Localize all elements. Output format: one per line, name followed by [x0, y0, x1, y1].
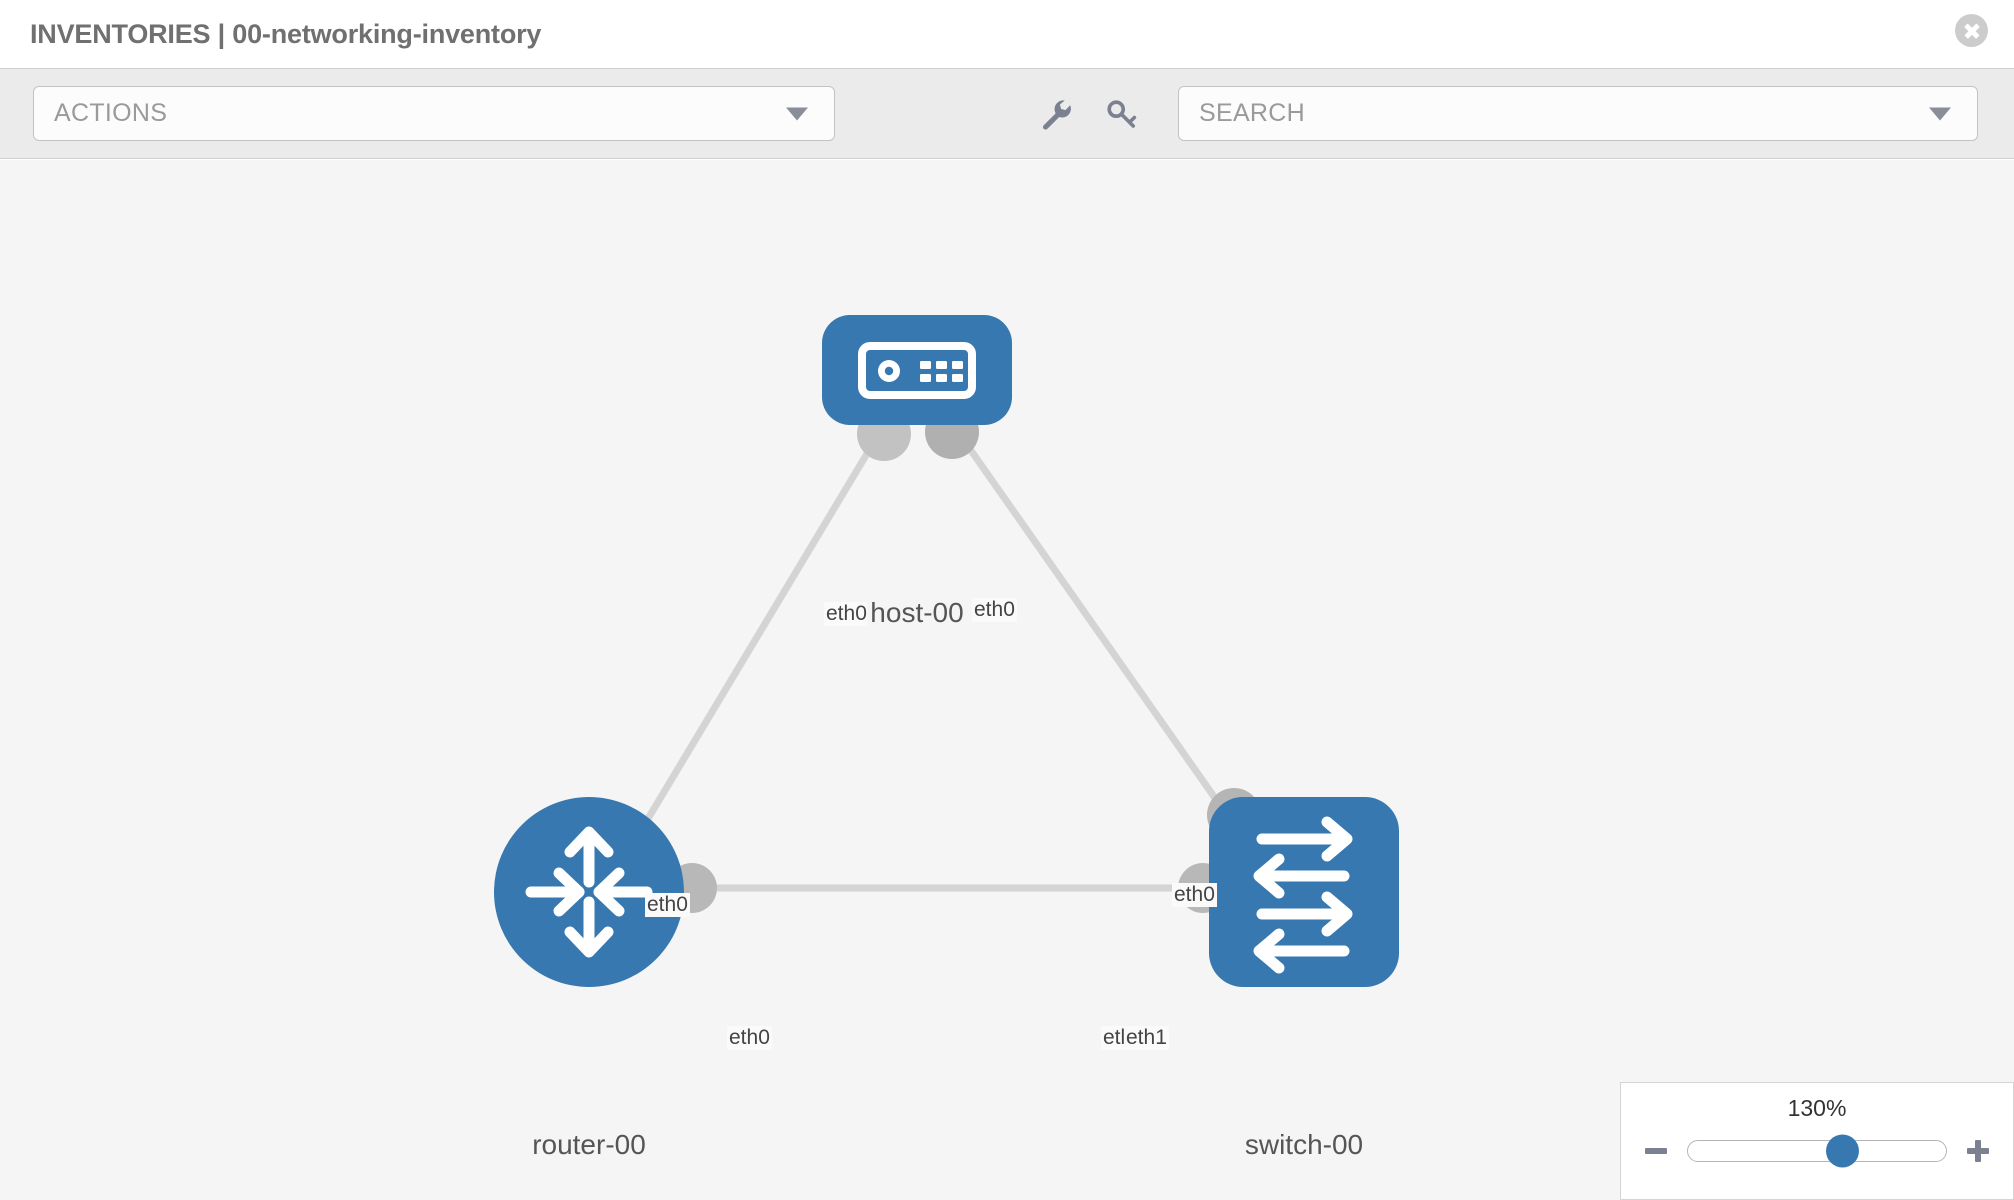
router-arrows-icon	[525, 826, 653, 958]
chevron-down-icon[interactable]	[1929, 107, 1951, 120]
edge-host00-router00[interactable]	[636, 430, 884, 834]
search-input[interactable]: SEARCH	[1178, 86, 1978, 141]
edge-label: eth0	[727, 1026, 772, 1051]
node-label-switch-00: switch-00	[1241, 1129, 1367, 1161]
node-label-host-00: host-00	[867, 597, 967, 629]
zoom-slider-thumb[interactable]	[1826, 1134, 1860, 1168]
close-icon[interactable]	[1955, 14, 1988, 47]
zoom-control-panel: 130%	[1620, 1082, 2014, 1200]
node-host-00[interactable]	[822, 315, 1012, 425]
edge-group	[636, 429, 1239, 892]
page-title: INVENTORIES | 00-networking-inventory	[30, 18, 542, 49]
zoom-slider-row	[1643, 1131, 1991, 1171]
node-label-router-00: router-00	[529, 1129, 649, 1161]
actions-dropdown[interactable]: ACTIONS	[33, 86, 835, 141]
page-header: INVENTORIES | 00-networking-inventory	[0, 0, 2014, 68]
chevron-down-icon	[786, 107, 808, 120]
node-switch-00[interactable]	[1209, 797, 1399, 987]
node-router-00[interactable]	[494, 797, 684, 987]
zoom-level-label: 130%	[1787, 1095, 1847, 1121]
toolbar: ACTIONS SEARCH	[0, 68, 2014, 159]
edge-label: eth0	[645, 893, 690, 918]
edge-label: eth1	[1124, 1026, 1169, 1051]
edge-label: etl	[1101, 1026, 1128, 1051]
edge-label: eth0	[1172, 883, 1217, 908]
zoom-slider[interactable]	[1687, 1134, 1947, 1168]
edge-label: eth0	[824, 602, 869, 627]
wrench-icon[interactable]	[1038, 97, 1072, 131]
key-icon[interactable]	[1104, 97, 1138, 131]
search-placeholder: SEARCH	[1199, 99, 1305, 127]
connection-handle-group	[667, 405, 1261, 913]
topology-canvas[interactable]: eth0 eth0 eth0 eth0 eth0 etl eth1 host-0…	[0, 160, 2014, 1200]
minus-icon[interactable]	[1643, 1138, 1669, 1164]
server-icon	[858, 342, 976, 399]
topology-graph	[494, 315, 1399, 987]
toolbar-icon-group	[1038, 97, 1138, 131]
plus-icon[interactable]	[1965, 1138, 1991, 1164]
edge-host00-switch00[interactable]	[955, 429, 1239, 831]
edge-label: eth0	[972, 598, 1017, 623]
actions-dropdown-label: ACTIONS	[54, 99, 168, 127]
switch-arrows-icon	[1253, 816, 1353, 974]
